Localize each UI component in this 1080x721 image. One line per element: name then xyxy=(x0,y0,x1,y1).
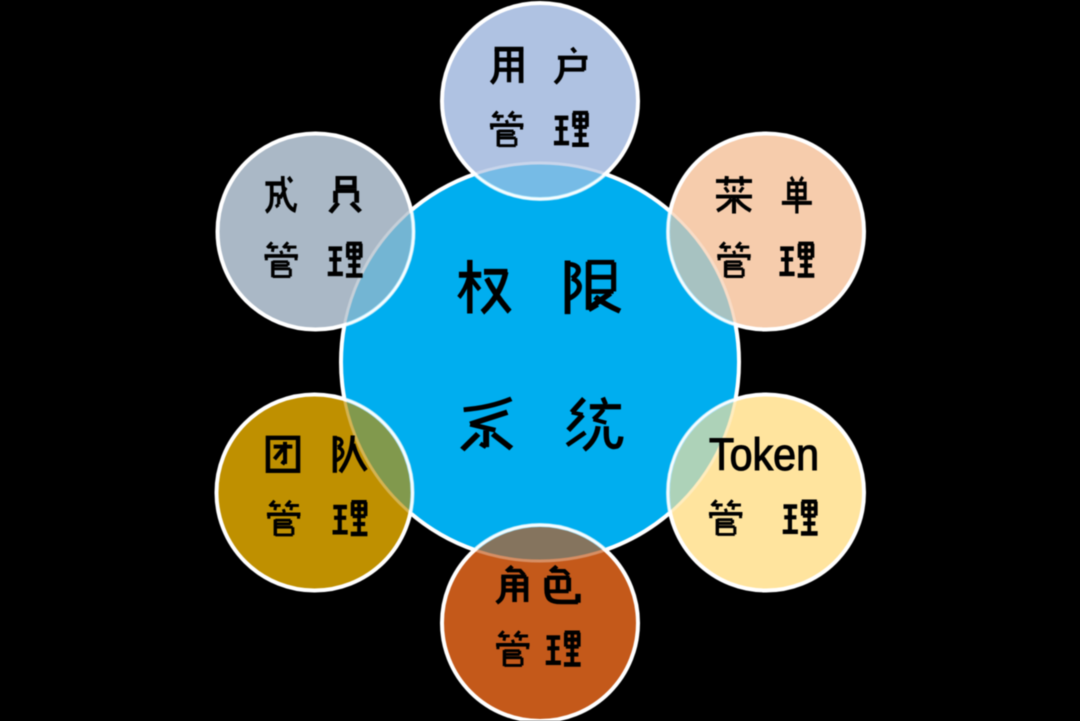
svg-text:Token: Token xyxy=(709,429,819,480)
